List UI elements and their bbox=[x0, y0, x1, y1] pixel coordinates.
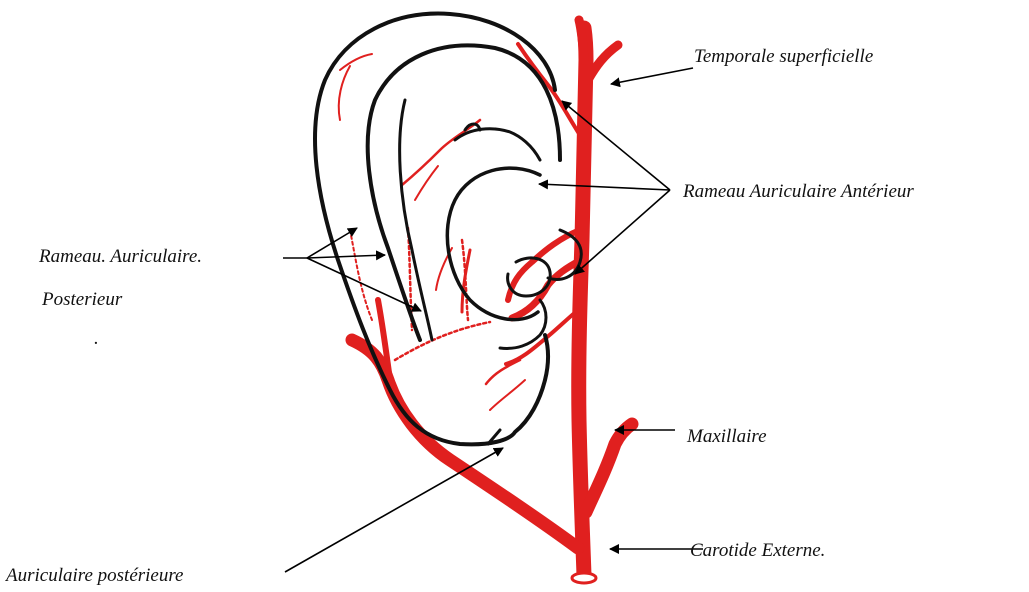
carotid-stump bbox=[572, 573, 596, 583]
label-rameau-auriculaire-posterieur-line1: Rameau. Auriculaire. bbox=[38, 246, 202, 267]
label-carotide-externe: Carotide Externe. bbox=[690, 540, 825, 561]
arrow-posterieur-1 bbox=[307, 228, 357, 258]
arrow-posterieur-3 bbox=[307, 258, 421, 311]
ear-fine-branch-2 bbox=[340, 54, 372, 70]
ear-fine-branch-6 bbox=[490, 380, 525, 410]
label-auriculaire-posterieure: Auriculaire postérieure bbox=[4, 565, 183, 586]
label-rameau-auriculaire-anterieur: Rameau Auriculaire Antérieur bbox=[682, 181, 914, 202]
arrow-anterieur-2 bbox=[539, 184, 670, 190]
label-dot: . bbox=[94, 328, 99, 349]
labels: Temporale superficielle Rameau Auriculai… bbox=[4, 46, 914, 586]
arrow-posterieur-2 bbox=[307, 255, 385, 258]
ear-fine-branch-3 bbox=[339, 66, 350, 120]
anterior-auricular-upper bbox=[518, 44, 583, 140]
helix-outer bbox=[315, 14, 555, 445]
carotid-temporal-trunk bbox=[579, 28, 586, 575]
artery-network bbox=[339, 20, 632, 583]
label-temporale-superficielle: Temporale superficielle bbox=[694, 46, 873, 67]
temporal-branch-top bbox=[579, 20, 584, 60]
ear-fine-branch-1 bbox=[402, 120, 480, 185]
posterior-dotted-branch-2 bbox=[395, 322, 490, 360]
maxillary-artery bbox=[586, 424, 632, 512]
arrow-temporale bbox=[611, 68, 693, 84]
arrow-auriculaire-post bbox=[285, 448, 503, 572]
ear-fine-branch-5 bbox=[486, 360, 520, 384]
antihelix-crus bbox=[455, 129, 540, 160]
lobule bbox=[500, 300, 546, 348]
label-rameau-auriculaire-posterieur-line2: Posterieur bbox=[41, 289, 123, 310]
label-maxillaire: Maxillaire bbox=[686, 426, 767, 447]
